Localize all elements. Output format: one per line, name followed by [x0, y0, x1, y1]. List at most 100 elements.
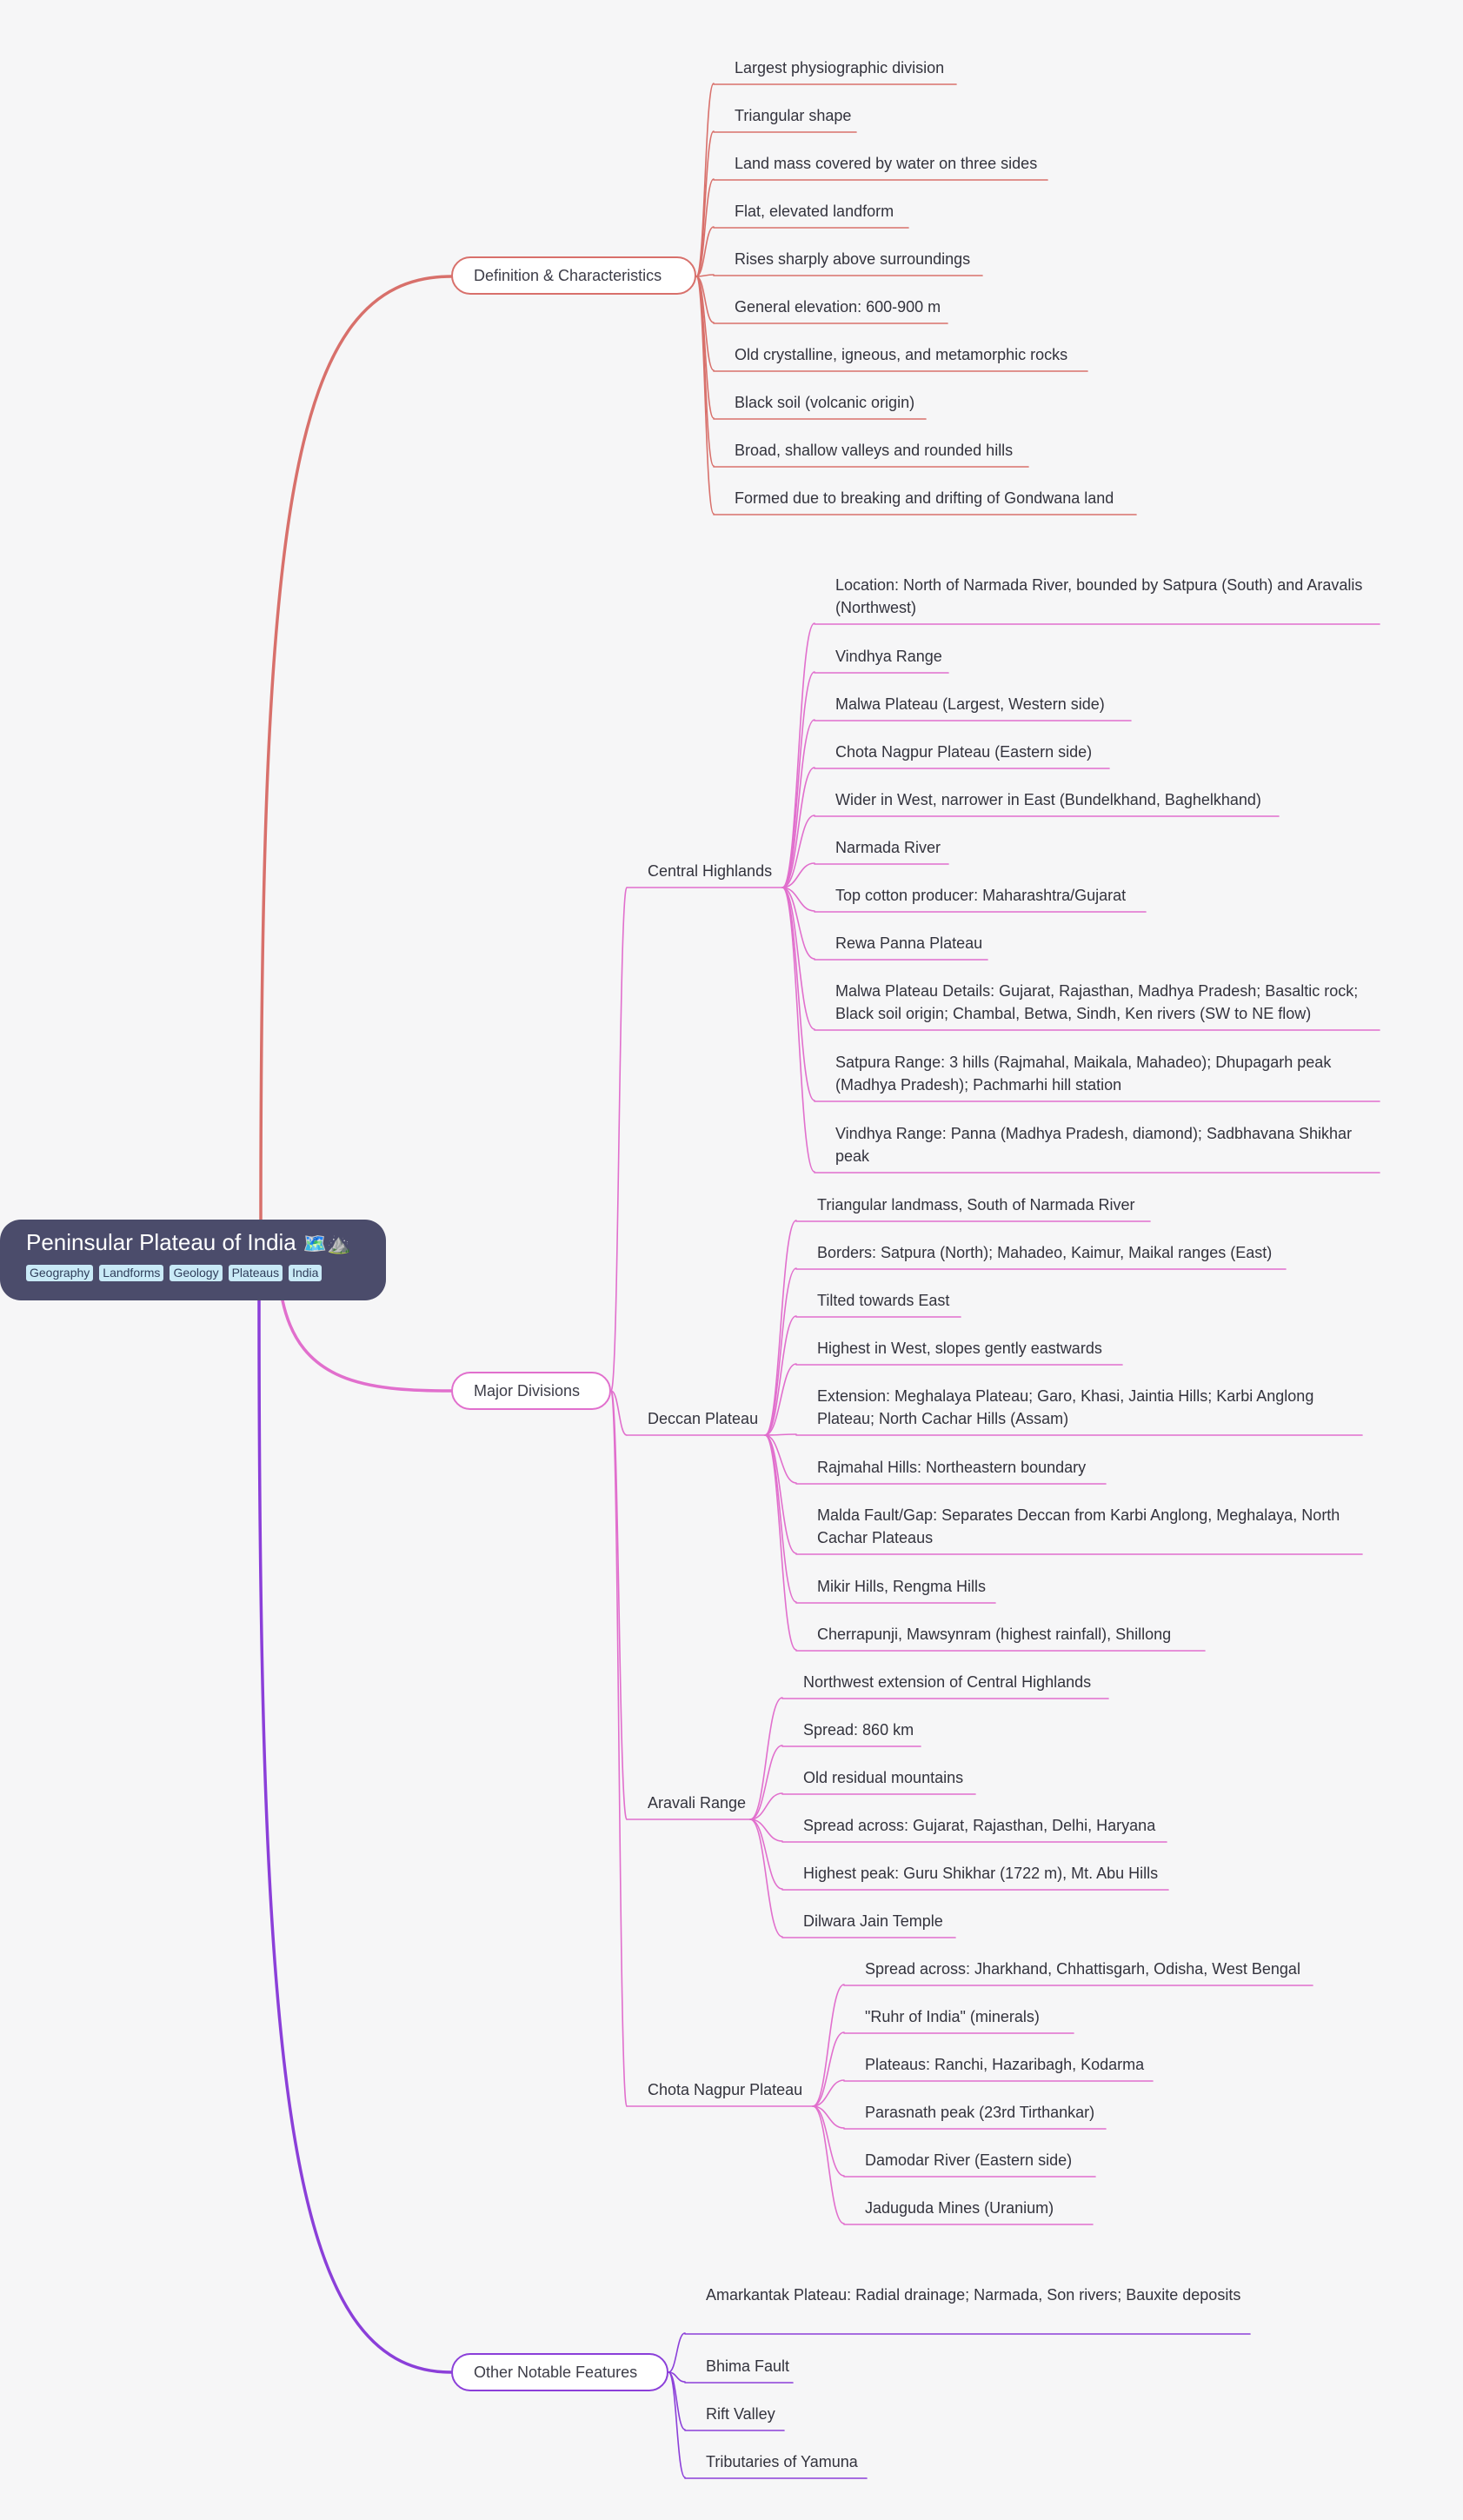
definition-item[interactable]: Flat, elevated landform: [735, 203, 894, 220]
deccan-item[interactable]: Mikir Hills, Rengma Hills: [817, 1578, 987, 1595]
central-item[interactable]: Malwa Plateau Details: Gujarat, Rajastha…: [835, 982, 1359, 1022]
deccan-item-link: [764, 1315, 797, 1436]
definition-item[interactable]: Largest physiographic division: [735, 59, 945, 76]
aravali-item-link: [749, 1792, 783, 1820]
link-root-divisions: [281, 1299, 453, 1393]
chota-item[interactable]: Spread across: Jharkhand, Chhattisgarh, …: [865, 1960, 1300, 1978]
aravali-item-link: [749, 1745, 783, 1820]
chota-item-link: [812, 2079, 845, 2107]
root-node[interactable]: Peninsular Plateau of India🗺️⛰️ Geograph…: [0, 1220, 386, 1300]
aravali-item-link: [749, 1697, 783, 1820]
definition-item[interactable]: Formed due to breaking and drifting of G…: [735, 489, 1114, 507]
tag[interactable]: Geography: [26, 1265, 94, 1281]
definition-item[interactable]: Triangular shape: [735, 107, 852, 124]
chota-item[interactable]: Damodar River (Eastern side): [865, 2151, 1073, 2169]
tag-list: Geography Landforms Geology Plateaus Ind…: [26, 1265, 386, 1281]
root-title-text: Peninsular Plateau of India: [26, 1229, 296, 1255]
chota-item-link: [812, 2031, 845, 2107]
deccan-item[interactable]: Cherrapunji, Mawsynram (highest rainfall…: [817, 1626, 1172, 1643]
aravali-item[interactable]: Spread across: Gujarat, Rajasthan, Delhi…: [803, 1817, 1156, 1834]
central-item-link: [781, 887, 815, 1030]
aravali-item[interactable]: Highest peak: Guru Shikhar (1722 m), Mt.…: [803, 1865, 1159, 1882]
definition-item-link: [695, 274, 715, 277]
aravali-item[interactable]: Old residual mountains: [803, 1769, 964, 1786]
definition-item[interactable]: General elevation: 600-900 m: [735, 298, 941, 316]
sub-chota-nagpur[interactable]: Chota Nagpur Plateau: [648, 2081, 803, 2098]
aravali-item[interactable]: Spread: 860 km: [803, 1721, 914, 1739]
central-item[interactable]: Malwa Plateau (Largest, Western side): [835, 695, 1105, 713]
definition-item-link: [695, 226, 715, 277]
other-item[interactable]: Bhima Fault: [706, 2357, 790, 2375]
chota-item-link: [812, 2105, 845, 2224]
deccan-item-link: [764, 1363, 797, 1436]
central-item-link: [781, 671, 815, 888]
aravali-item[interactable]: Dilwara Jain Temple: [803, 1912, 943, 1930]
tag[interactable]: India: [289, 1265, 323, 1281]
link-root-definition: [259, 275, 453, 1221]
other-item[interactable]: Amarkantak Plateau: Radial drainage; Nar…: [706, 2286, 1241, 2304]
definition-item[interactable]: Rises sharply above surroundings: [735, 250, 971, 268]
definition-item-link: [695, 276, 715, 515]
tag[interactable]: Plateaus: [228, 1265, 283, 1281]
other-item[interactable]: Tributaries of Yamuna: [706, 2453, 858, 2470]
deccan-item[interactable]: Triangular landmass, South of Narmada Ri…: [817, 1196, 1135, 1213]
tag[interactable]: Landforms: [99, 1265, 164, 1281]
branch-label: Other Notable Features: [474, 2363, 638, 2381]
central-item[interactable]: Narmada River: [835, 839, 941, 856]
chota-item[interactable]: Jaduguda Mines (Uranium): [865, 2199, 1054, 2217]
sub-deccan-plateau-link: [610, 1390, 628, 1436]
central-item[interactable]: Vindhya Range: [835, 648, 942, 665]
central-item-link: [781, 887, 815, 1101]
central-item[interactable]: Satpura Range: 3 hills (Rajmahal, Maikal…: [835, 1054, 1332, 1094]
deccan-item[interactable]: Extension: Meghalaya Plateau; Garo, Khas…: [817, 1387, 1314, 1427]
aravali-item-link: [749, 1819, 783, 1890]
definition-item[interactable]: Black soil (volcanic origin): [735, 394, 915, 411]
sub-chota-nagpur-link: [610, 1390, 628, 2107]
sub-aravali-range[interactable]: Aravali Range: [648, 1794, 747, 1812]
sub-deccan-plateau[interactable]: Deccan Plateau: [648, 1410, 759, 1427]
definition-item[interactable]: Broad, shallow valleys and rounded hills: [735, 442, 1014, 459]
other-item-link: [668, 2371, 686, 2478]
deccan-item-link: [764, 1434, 797, 1484]
branch-definition[interactable]: Definition & Characteristics: [451, 256, 696, 295]
chota-item[interactable]: Plateaus: Ranchi, Hazaribagh, Kodarma: [865, 2056, 1145, 2073]
deccan-item[interactable]: Rajmahal Hills: Northeastern boundary: [817, 1459, 1087, 1476]
central-item-link: [781, 887, 815, 960]
aravali-item[interactable]: Northwest extension of Central Highlands: [803, 1673, 1092, 1691]
central-item-link: [781, 815, 815, 888]
tag[interactable]: Geology: [170, 1265, 223, 1281]
central-item[interactable]: Wider in West, narrower in East (Bundelk…: [835, 791, 1261, 808]
branch-label: Major Divisions: [474, 1381, 581, 1400]
chota-item[interactable]: "Ruhr of India" (minerals): [865, 2008, 1040, 2025]
chota-item[interactable]: Parasnath peak (23rd Tirthankar): [865, 2104, 1095, 2121]
central-item[interactable]: Top cotton producer: Maharashtra/Gujarat: [835, 887, 1127, 904]
definition-item-link: [695, 178, 715, 277]
branch-other-features[interactable]: Other Notable Features: [451, 2353, 668, 2391]
central-item[interactable]: Chota Nagpur Plateau (Eastern side): [835, 743, 1093, 761]
deccan-item[interactable]: Highest in West, slopes gently eastwards: [817, 1340, 1102, 1357]
central-item[interactable]: Location: North of Narmada River, bounde…: [835, 576, 1363, 616]
branch-major-divisions[interactable]: Major Divisions: [451, 1372, 611, 1410]
deccan-item[interactable]: Malda Fault/Gap: Separates Deccan from K…: [817, 1506, 1340, 1546]
definition-item[interactable]: Old crystalline, igneous, and metamorphi…: [735, 346, 1068, 363]
central-item-link: [781, 887, 815, 1173]
deccan-item-link: [764, 1433, 797, 1436]
deccan-item[interactable]: Borders: Satpura (North); Mahadeo, Kaimu…: [817, 1244, 1273, 1261]
central-item-link: [781, 719, 815, 888]
aravali-item-link: [749, 1819, 783, 1938]
definition-item[interactable]: Land mass covered by water on three side…: [735, 155, 1038, 172]
sub-aravali-range-link: [610, 1390, 628, 1820]
deccan-item[interactable]: Tilted towards East: [817, 1292, 950, 1309]
central-item[interactable]: Rewa Panna Plateau: [835, 934, 983, 952]
deccan-item-link: [764, 1267, 797, 1436]
other-item[interactable]: Rift Valley: [706, 2405, 775, 2423]
link-root-other: [257, 1299, 453, 2374]
chota-item-link: [812, 2105, 845, 2177]
sub-central-highlands[interactable]: Central Highlands: [648, 862, 773, 880]
chota-item-link: [812, 1984, 845, 2107]
central-item[interactable]: Vindhya Range: Panna (Madhya Pradesh, di…: [835, 1125, 1353, 1165]
root-title: Peninsular Plateau of India🗺️⛰️: [26, 1227, 386, 1259]
deccan-item-link: [764, 1220, 797, 1436]
branch-label: Definition & Characteristics: [474, 266, 662, 284]
